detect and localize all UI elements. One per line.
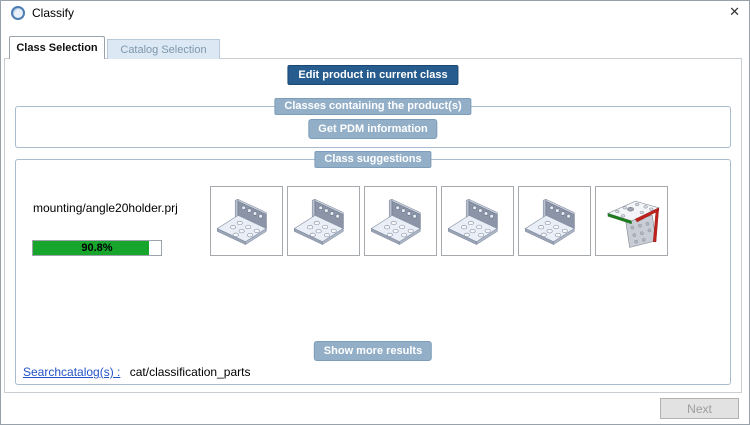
- class-suggestion-thumbnail[interactable]: [364, 186, 437, 256]
- confidence-progressbar: 90.8%: [32, 240, 162, 256]
- edit-product-button[interactable]: Edit product in current class: [287, 65, 459, 85]
- class-suggestion-thumbnail[interactable]: [441, 186, 514, 256]
- tab-class-selection[interactable]: Class Selection: [9, 36, 105, 59]
- angle-bracket-icon: [447, 198, 498, 245]
- tab-strip: Class Selection Catalog Selection: [9, 36, 220, 59]
- angle-bracket-icon: [370, 198, 421, 245]
- class-suggestion-thumbnail[interactable]: [210, 186, 283, 256]
- search-catalog-line: Searchcatalog(s) : cat/classification_pa…: [23, 365, 250, 379]
- tab-panel: Edit product in current class Classes co…: [4, 58, 742, 393]
- class-suggestion-thumbnail[interactable]: [595, 186, 668, 256]
- project-name: mounting/angle20holder.prj: [33, 201, 178, 215]
- search-catalog-link[interactable]: Searchcatalog(s) :: [23, 365, 121, 379]
- titlebar: Classify ✕: [1, 1, 749, 27]
- get-pdm-button[interactable]: Get PDM information: [308, 119, 438, 139]
- close-icon[interactable]: ✕: [729, 4, 740, 19]
- angle-bracket-colored-edges-icon: [607, 200, 660, 248]
- search-catalog-value: cat/classification_parts: [129, 365, 251, 379]
- show-more-button[interactable]: Show more results: [313, 341, 433, 361]
- classes-containing-label: Classes containing the product(s): [274, 98, 472, 115]
- window-title: Classify: [32, 6, 75, 20]
- suggestion-thumbnails: [210, 186, 668, 256]
- angle-bracket-icon: [293, 198, 344, 245]
- angle-bracket-icon: [216, 198, 267, 245]
- classes-containing-group: Classes containing the product(s) Get PD…: [15, 98, 731, 148]
- classify-app-icon: [11, 6, 25, 20]
- next-button[interactable]: Next: [660, 398, 739, 419]
- progress-label: 90.8%: [81, 242, 113, 254]
- class-suggestions-group: Class suggestions mounting/angle20holder…: [15, 151, 731, 385]
- class-suggestion-thumbnail[interactable]: [518, 186, 591, 256]
- progress-fill: [33, 241, 150, 255]
- class-suggestion-thumbnail[interactable]: [287, 186, 360, 256]
- tab-catalog-selection[interactable]: Catalog Selection: [107, 39, 220, 59]
- angle-bracket-icon: [524, 198, 575, 245]
- class-suggestions-label: Class suggestions: [314, 151, 432, 168]
